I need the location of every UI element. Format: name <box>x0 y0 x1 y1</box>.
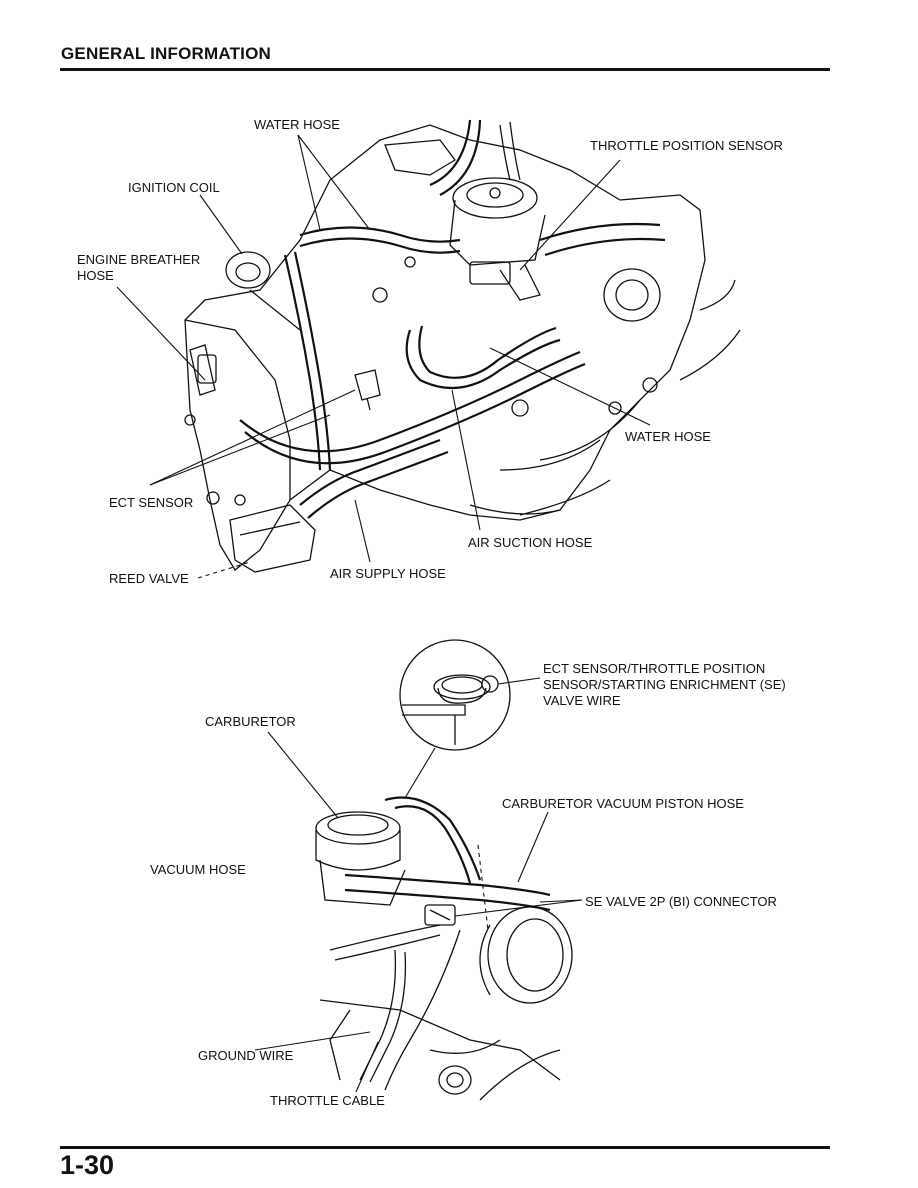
label-wire-line1: ECT SENSOR/THROTTLE POSITION <box>543 661 766 676</box>
label-ect-sensor: ECT SENSOR <box>109 495 194 510</box>
label-carburetor: CARBURETOR <box>205 714 296 729</box>
label-se-valve-connector: SE VALVE 2P (BI) CONNECTOR <box>585 894 777 909</box>
label-engine-breather-hose-line2: HOSE <box>77 268 114 283</box>
label-wire-line3: VALVE WIRE <box>543 693 621 708</box>
label-throttle-cable: THROTTLE CABLE <box>270 1093 385 1108</box>
label-ignition-coil: IGNITION COIL <box>128 180 220 195</box>
label-engine-breather-hose-line1: ENGINE BREATHER <box>77 252 201 267</box>
label-wire-line2: SENSOR/STARTING ENRICHMENT (SE) <box>543 677 786 692</box>
header-rule <box>60 68 830 71</box>
label-throttle-position-sensor: THROTTLE POSITION SENSOR <box>590 138 783 153</box>
label-carburetor-vacuum-piston-hose: CARBURETOR VACUUM PISTON HOSE <box>502 796 744 811</box>
label-air-suction-hose: AIR SUCTION HOSE <box>468 535 593 550</box>
page-number: 1-30 <box>60 1150 115 1180</box>
label-ground-wire: GROUND WIRE <box>198 1048 294 1063</box>
footer-rule <box>60 1146 830 1149</box>
label-air-supply-hose: AIR SUPPLY HOSE <box>330 566 446 581</box>
label-water-hose-right: WATER HOSE <box>625 429 711 444</box>
label-vacuum-hose: VACUUM HOSE <box>150 862 246 877</box>
label-reed-valve: REED VALVE <box>109 571 189 586</box>
section-title: GENERAL INFORMATION <box>61 44 271 63</box>
label-water-hose-top: WATER HOSE <box>254 117 340 132</box>
